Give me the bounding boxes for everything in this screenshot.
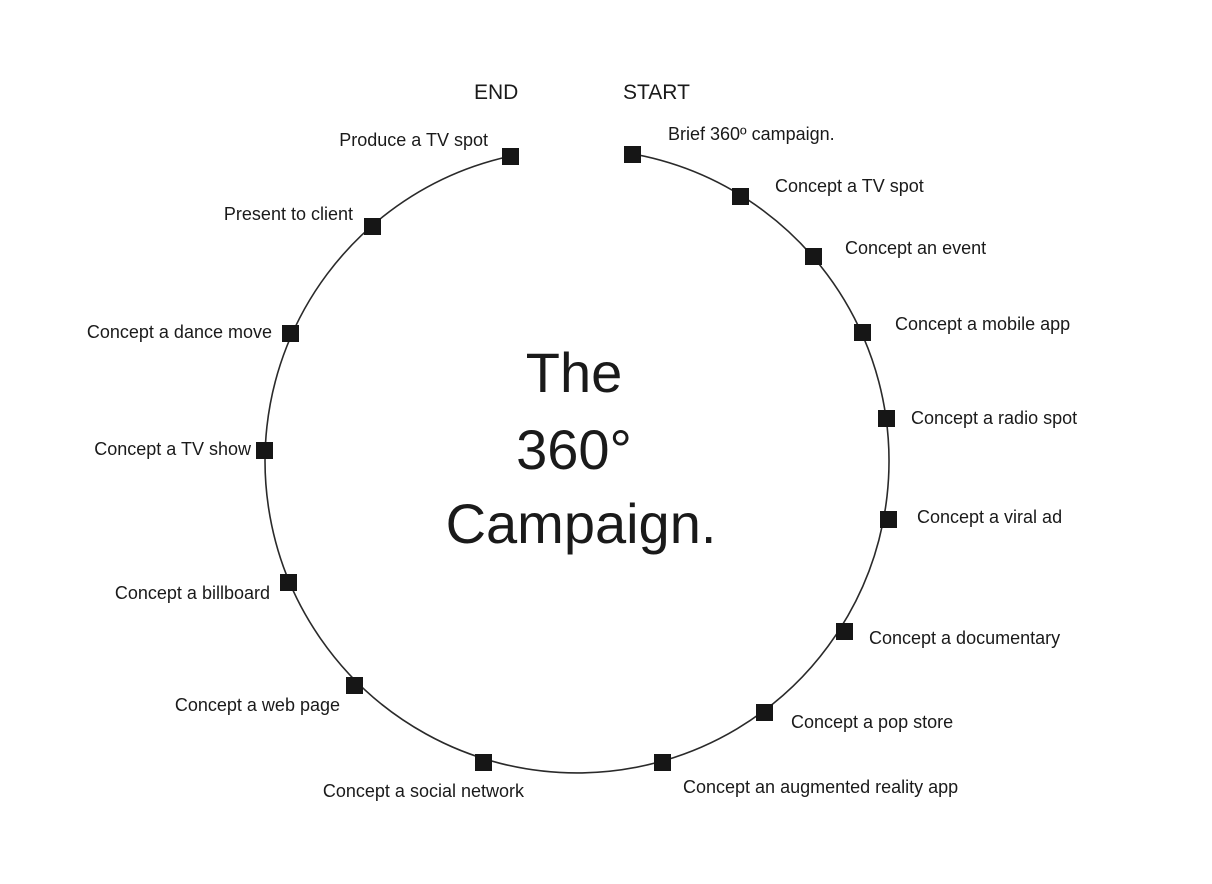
step-marker-radio-spot xyxy=(878,410,895,427)
step-marker-produce xyxy=(502,148,519,165)
step-markers xyxy=(256,146,897,771)
title-line-2: 360° xyxy=(516,418,632,481)
step-label-billboard: Concept a billboard xyxy=(115,583,270,603)
step-label-event: Concept an event xyxy=(845,238,986,258)
step-label-documentary: Concept a documentary xyxy=(869,628,1060,648)
step-label-tv-spot: Concept a TV spot xyxy=(775,176,924,196)
step-marker-ar-app xyxy=(654,754,671,771)
step-marker-documentary xyxy=(836,623,853,640)
step-label-viral-ad: Concept a viral ad xyxy=(917,507,1062,527)
step-label-mobile-app: Concept a mobile app xyxy=(895,314,1070,334)
step-label-radio-spot: Concept a radio spot xyxy=(911,408,1077,428)
step-label-social-network: Concept a social network xyxy=(323,781,525,801)
step-label-web-page: Concept a web page xyxy=(175,695,340,715)
step-label-produce: Produce a TV spot xyxy=(339,130,488,150)
step-marker-brief xyxy=(624,146,641,163)
step-marker-pop-store xyxy=(756,704,773,721)
title-line-1: The xyxy=(526,341,623,404)
step-marker-tv-show xyxy=(256,442,273,459)
step-labels: Brief 360º campaign. Concept a TV spot C… xyxy=(87,124,1077,801)
end-label: END xyxy=(474,81,518,104)
step-label-pop-store: Concept a pop store xyxy=(791,712,953,732)
step-label-ar-app: Concept an augmented reality app xyxy=(683,777,958,797)
step-label-brief: Brief 360º campaign. xyxy=(668,124,835,144)
start-label: START xyxy=(623,81,690,104)
step-label-present: Present to client xyxy=(224,204,353,224)
step-marker-event xyxy=(805,248,822,265)
step-label-dance-move: Concept a dance move xyxy=(87,322,272,342)
step-label-tv-show: Concept a TV show xyxy=(94,439,252,459)
step-marker-billboard xyxy=(280,574,297,591)
step-marker-present xyxy=(364,218,381,235)
step-marker-mobile-app xyxy=(854,324,871,341)
step-marker-dance-move xyxy=(282,325,299,342)
step-marker-web-page xyxy=(346,677,363,694)
step-marker-tv-spot xyxy=(732,188,749,205)
title-line-3: Campaign. xyxy=(446,492,717,555)
step-marker-social-network xyxy=(475,754,492,771)
step-marker-viral-ad xyxy=(880,511,897,528)
